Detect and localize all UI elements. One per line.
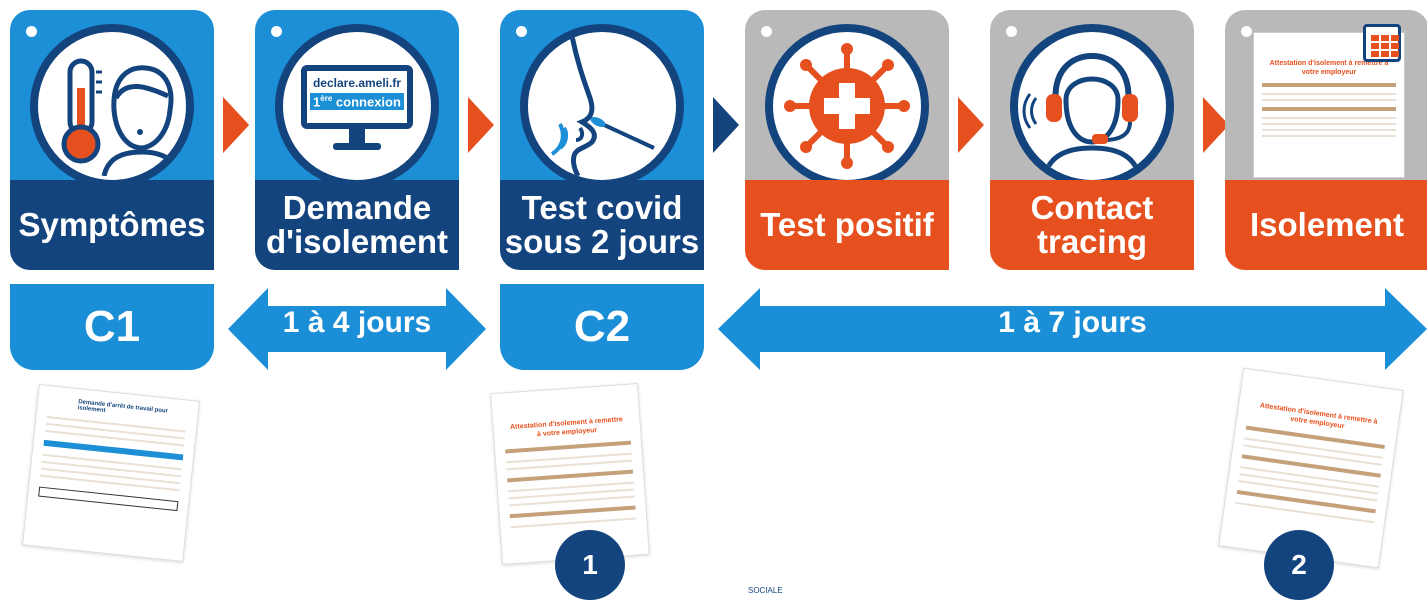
double-arrow-icon	[228, 288, 486, 370]
step-card-contact-tracing: Contact tracing	[990, 10, 1194, 270]
chevron-right-icon	[1203, 97, 1229, 153]
dot-icon	[26, 26, 37, 37]
phase-c1: C1	[10, 284, 214, 370]
chevron-right-icon	[468, 97, 494, 153]
step-label: Isolement	[1225, 180, 1427, 270]
step-label: Demande d'isolement	[255, 180, 459, 270]
thermometer-person-icon	[30, 24, 194, 188]
phase-c2: C2	[500, 284, 704, 370]
chevron-right-icon	[223, 97, 249, 153]
step-card-test-covid: Test covid sous 2 jours	[500, 10, 704, 270]
screen-url: declare.ameli.fr	[312, 76, 402, 90]
nasal-swab-icon	[520, 24, 684, 188]
double-arrow-icon	[718, 288, 1427, 370]
dot-icon	[1241, 26, 1252, 37]
step-label: Contact tracing	[990, 180, 1194, 270]
badge-1: 1	[555, 530, 625, 600]
chevron-right-icon	[958, 97, 984, 153]
step-label: Symptômes	[10, 180, 214, 270]
step-card-test-positif: Test positif	[745, 10, 949, 270]
computer-screen-icon: declare.ameli.fr 1ère connexion	[275, 24, 439, 188]
dot-icon	[761, 26, 772, 37]
footer-logo-text: SOCIALE	[748, 586, 783, 595]
step-card-demande: declare.ameli.fr 1ère connexion Demande …	[255, 10, 459, 270]
step-card-symptomes: Symptômes	[10, 10, 214, 270]
step-card-isolement: Attestation d'isolement à remettre à vot…	[1225, 10, 1427, 270]
headset-operator-icon	[1010, 24, 1174, 188]
dot-icon	[1006, 26, 1017, 37]
dot-icon	[516, 26, 527, 37]
screen-connexion: 1ère connexion	[310, 93, 404, 111]
badge-2: 2	[1264, 530, 1334, 600]
step-label: Test covid sous 2 jours	[500, 180, 704, 270]
virus-icon	[765, 24, 929, 188]
step-label: Test positif	[745, 180, 949, 270]
isolation-request-document: Demande d'arrêt de travail pour isolemen…	[21, 383, 201, 563]
chevron-right-icon	[713, 97, 739, 153]
duration-1-4-days: 1 à 4 jours	[282, 306, 432, 339]
duration-1-7-days: 1 à 7 jours	[998, 306, 1147, 339]
dot-icon	[271, 26, 282, 37]
calendar-icon	[1363, 24, 1401, 62]
